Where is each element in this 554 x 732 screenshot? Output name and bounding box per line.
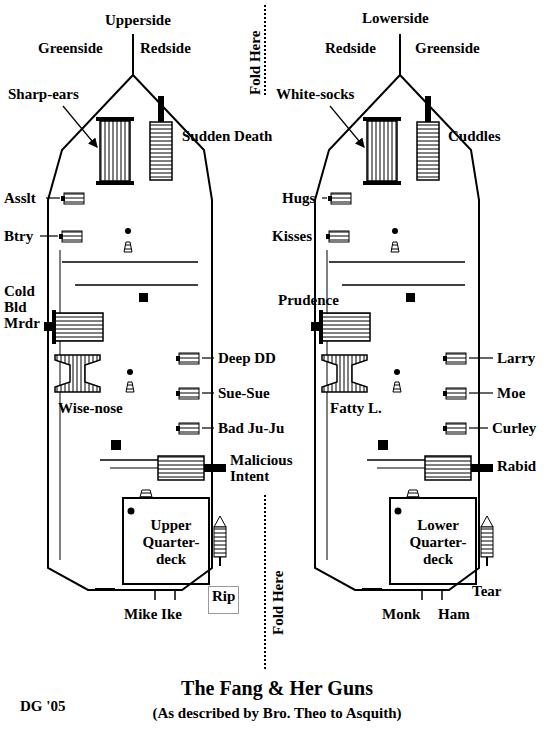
- gun-label: Greenside: [415, 40, 480, 56]
- leader-lines: [40, 198, 493, 428]
- gun-label: Ham: [438, 606, 470, 622]
- gun-label: Bad Ju-Ju: [218, 420, 284, 436]
- gun-label: Sudden Death: [182, 128, 272, 144]
- gun-label: Redside: [140, 40, 191, 56]
- quarterdeck-box: Upper Quarter-deck: [122, 497, 210, 585]
- gun-label: Redside: [325, 40, 376, 56]
- gun-label: Tear: [472, 583, 501, 599]
- diagram-caption: (As described by Bro. Theo to Asquith): [0, 704, 554, 722]
- gun-label: Sharp-ears: [8, 86, 79, 102]
- quarterdeck-box: Lower Quarter-deck: [389, 497, 477, 585]
- gun-label: Fatty L.: [330, 400, 382, 416]
- gun-label: Cuddles: [448, 128, 501, 144]
- fold-line: [264, 5, 266, 670]
- gun-label: Cold Bld Mrdr: [4, 283, 44, 331]
- gun-label: Rabid: [497, 458, 536, 474]
- gun-label: Curley: [492, 420, 536, 436]
- box-text: Rip: [212, 588, 235, 604]
- gun-label: White-socks: [276, 86, 354, 102]
- gun-label: Btry: [4, 228, 33, 244]
- gun-label: Greenside: [38, 40, 103, 56]
- gun-label: Deep DD: [218, 350, 276, 366]
- gun-label: Upperside: [105, 12, 171, 28]
- gun-label: Larry: [497, 350, 535, 366]
- gun-label: Sue-Sue: [218, 385, 270, 401]
- box-text: Lower Quarter-deck: [405, 517, 471, 568]
- box-text: Upper Quarter-deck: [138, 517, 204, 568]
- gun-label: Asslt: [4, 190, 36, 206]
- gun-label: Lowerside: [362, 10, 429, 26]
- diagram-title: The Fang & Her Guns: [0, 676, 554, 700]
- gun-label: Malicious Intent: [230, 452, 310, 484]
- gun-label: DG '05: [20, 698, 65, 714]
- gun-label: Monk: [382, 606, 420, 622]
- gun-label: Mike Ike: [124, 606, 182, 622]
- lower-ship: [311, 34, 493, 600]
- gun-label: Prudence: [278, 292, 339, 308]
- gun-label: Wise-nose: [58, 400, 123, 416]
- gun-label: Moe: [497, 385, 525, 401]
- gun-label: Hugs: [282, 190, 315, 206]
- fold-label: Fold Here: [247, 31, 263, 95]
- fold-label: Fold Here: [270, 571, 286, 635]
- upper-ship: [44, 34, 226, 600]
- gun-label: Kisses: [272, 228, 312, 244]
- gun-box: Rip: [208, 586, 239, 614]
